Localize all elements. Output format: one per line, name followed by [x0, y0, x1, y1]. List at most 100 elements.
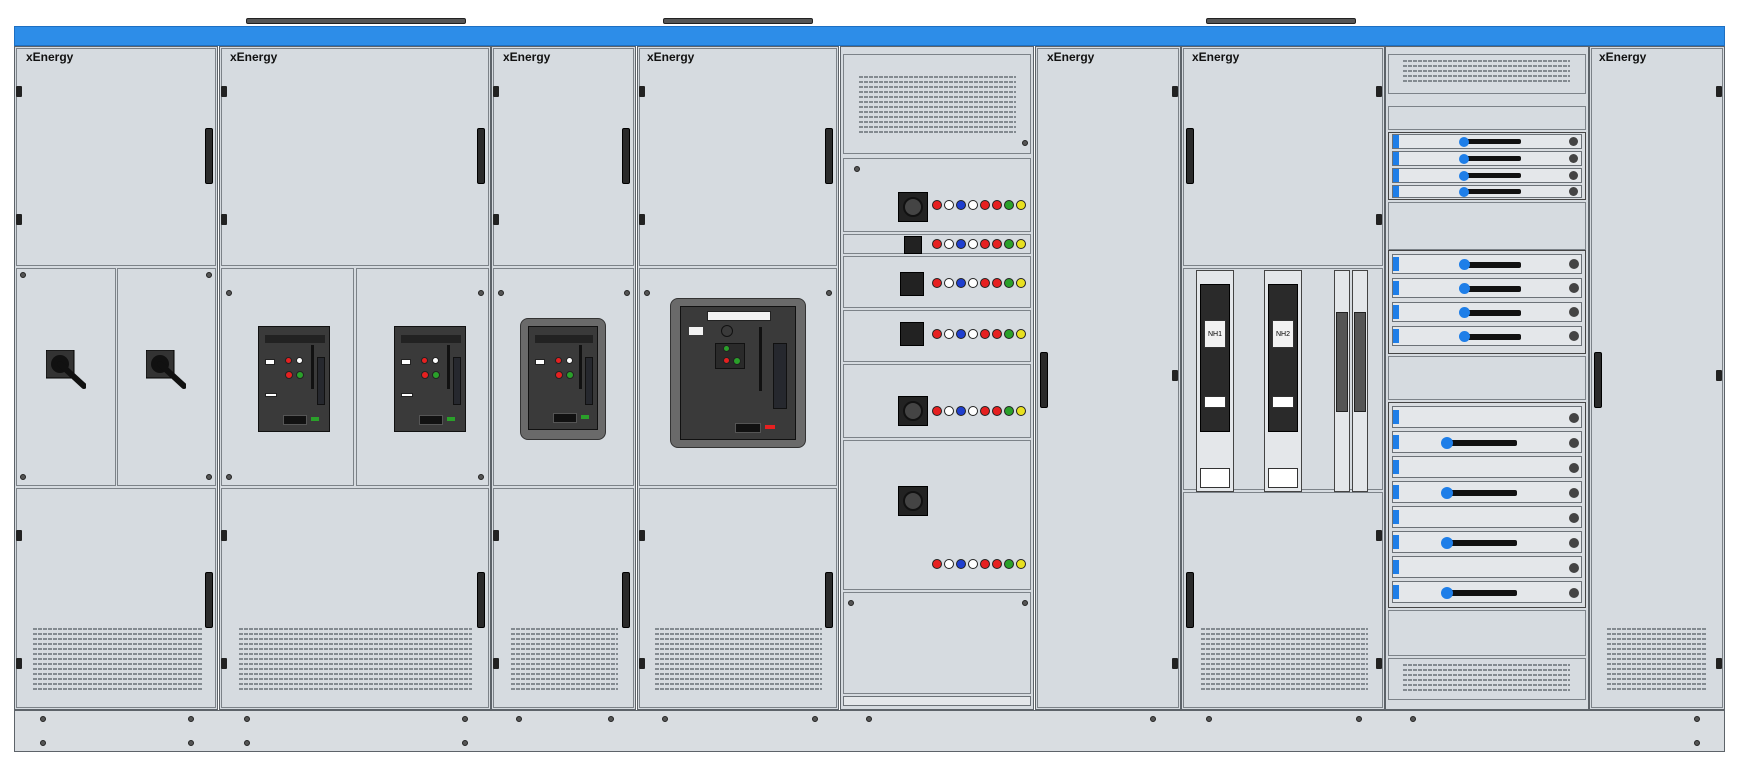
door-hinge [493, 658, 499, 669]
door-hinge [221, 658, 227, 669]
fuse-label: NH1 [1204, 320, 1226, 348]
panel-screw [478, 290, 484, 296]
rotary-switch-icon[interactable] [45, 349, 87, 390]
fuse-strip[interactable] [1392, 406, 1582, 428]
fuse-strip[interactable] [1392, 134, 1582, 149]
rotary-switch-icon[interactable] [898, 396, 928, 426]
plinth-screw [1150, 716, 1156, 722]
circuit-breaker[interactable] [528, 326, 598, 430]
rotary-switch-icon[interactable] [898, 486, 928, 516]
door-hinge [16, 530, 22, 541]
fuse-strip[interactable] [1392, 278, 1582, 298]
door-handle[interactable] [825, 128, 833, 184]
section-3-top-door[interactable] [493, 48, 634, 266]
fuse-strip[interactable] [1392, 581, 1582, 603]
door-hinge [639, 658, 645, 669]
panel-screw [226, 290, 232, 296]
fuse-strip[interactable] [1392, 185, 1582, 198]
rotary-switch-icon[interactable] [904, 236, 922, 254]
panel-screw [206, 474, 212, 480]
brand-label: xEnergy [26, 50, 74, 64]
fuse-strip[interactable] [1392, 326, 1582, 346]
door-hinge [221, 530, 227, 541]
rotary-switch-icon[interactable] [900, 322, 924, 346]
lifting-bar [663, 18, 813, 24]
fuse-strip[interactable] [1392, 254, 1582, 274]
brand-label: xEnergy [503, 50, 551, 64]
fuse-strip[interactable] [1392, 506, 1582, 528]
blank-cover [1388, 106, 1586, 130]
door-handle[interactable] [477, 572, 485, 628]
plinth-screw [1694, 740, 1700, 746]
plinth-screw [1206, 716, 1212, 722]
fuse-carrier [1268, 284, 1298, 432]
base-rail [843, 696, 1031, 706]
fuse-strip[interactable] [1392, 168, 1582, 183]
section-4-top-door[interactable] [639, 48, 837, 266]
door-hinge [493, 214, 499, 225]
rotary-switch-icon[interactable] [145, 349, 187, 390]
blank-cover [1388, 610, 1586, 656]
fuse-carrier [1200, 284, 1230, 432]
vent-grille [858, 76, 1016, 134]
door-handle[interactable] [477, 128, 485, 184]
fuse-strip[interactable] [1392, 302, 1582, 322]
fuse-strip[interactable] [1392, 556, 1582, 578]
rotary-switch-icon[interactable] [900, 272, 924, 296]
plinth-screw [516, 716, 522, 722]
panel-screw [1022, 600, 1028, 606]
door-handle[interactable] [1040, 352, 1048, 408]
panel-screw [206, 272, 212, 278]
fuse-strip[interactable] [1392, 481, 1582, 503]
fuse-strip[interactable] [1392, 456, 1582, 478]
section-2-top-door[interactable] [221, 48, 489, 266]
door-hinge [1172, 86, 1178, 97]
door-hinge [639, 530, 645, 541]
rotary-switch-icon[interactable] [898, 192, 928, 222]
plinth-screw [1694, 716, 1700, 722]
door-handle[interactable] [205, 128, 213, 184]
section-1-top-door[interactable] [16, 48, 216, 266]
door-handle[interactable] [1186, 128, 1194, 184]
plinth-screw [812, 716, 818, 722]
door-handle[interactable] [1186, 572, 1194, 628]
blank-cover [1388, 202, 1586, 250]
brand-label: xEnergy [1192, 50, 1240, 64]
panel-screw [624, 290, 630, 296]
plinth-screw [1356, 716, 1362, 722]
plinth-screw [462, 740, 468, 746]
panel-screw [478, 474, 484, 480]
main-circuit-breaker[interactable] [680, 306, 796, 440]
door-hinge [16, 214, 22, 225]
section-9-door[interactable] [1591, 48, 1723, 708]
vent-grille [1606, 628, 1706, 692]
drawer[interactable] [843, 364, 1031, 438]
vent-grille [238, 628, 472, 692]
door-handle[interactable] [622, 128, 630, 184]
door-handle[interactable] [205, 572, 213, 628]
plinth-screw [40, 740, 46, 746]
door-handle[interactable] [622, 572, 630, 628]
door-hinge [16, 86, 22, 97]
door-hinge [1376, 530, 1382, 541]
fuse-strip[interactable] [1392, 431, 1582, 453]
door-hinge [221, 214, 227, 225]
vent-grille [1402, 60, 1570, 84]
door-handle[interactable] [1594, 352, 1602, 408]
lifting-bar [1206, 18, 1356, 24]
door-handle[interactable] [825, 572, 833, 628]
fuse-strip[interactable] [1392, 151, 1582, 166]
lifting-bar [246, 18, 466, 24]
panel-screw [848, 600, 854, 606]
section-6-door[interactable] [1037, 48, 1179, 708]
door-hinge [1376, 658, 1382, 669]
brand-label: xEnergy [1047, 50, 1095, 64]
circuit-breaker[interactable] [394, 326, 466, 432]
vent-grille [654, 628, 822, 692]
section-7-top-door[interactable] [1183, 48, 1383, 266]
fuse-strip[interactable] [1392, 531, 1582, 553]
circuit-breaker[interactable] [258, 326, 330, 432]
drawer[interactable] [843, 158, 1031, 232]
brand-label: xEnergy [1599, 50, 1647, 64]
